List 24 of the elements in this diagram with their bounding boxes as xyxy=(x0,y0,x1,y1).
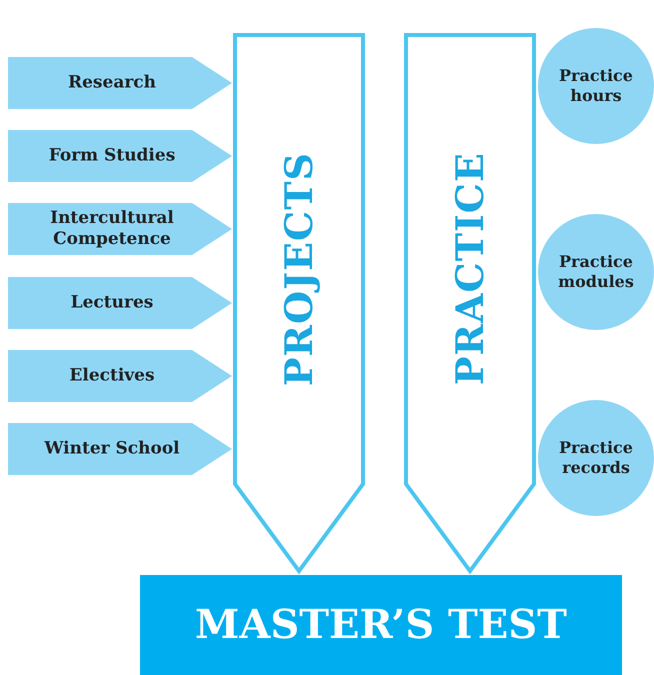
down-arrow-column xyxy=(233,33,365,574)
node-label: Intercultural Competence xyxy=(49,208,175,250)
banner-box xyxy=(140,575,622,675)
node-label: Practice hours xyxy=(558,66,634,106)
pentagon-tab xyxy=(8,277,232,329)
pentagon-tab xyxy=(8,130,232,182)
node-label: Research xyxy=(66,72,157,94)
pentagon-tab xyxy=(8,350,232,402)
circle-shape xyxy=(538,400,654,516)
node-label: Practice modules xyxy=(557,252,635,292)
down-arrow-column xyxy=(404,33,536,574)
circle-shape xyxy=(538,214,654,330)
node-label: Winter School xyxy=(43,438,181,460)
pentagon-tab xyxy=(8,423,232,475)
node-label: Practice records xyxy=(558,438,634,478)
pentagon-tab xyxy=(8,203,232,255)
vertical-heading: PRACTICE xyxy=(448,152,492,386)
circle-shape xyxy=(538,28,654,144)
node-label: Form Studies xyxy=(48,146,176,166)
node-label: Electives xyxy=(68,366,156,386)
pentagon-tab xyxy=(8,57,232,109)
vertical-heading: PROJECTS xyxy=(277,152,321,386)
node-label: Lectures xyxy=(70,292,154,314)
banner-title: MASTER’S TEST xyxy=(194,601,568,649)
